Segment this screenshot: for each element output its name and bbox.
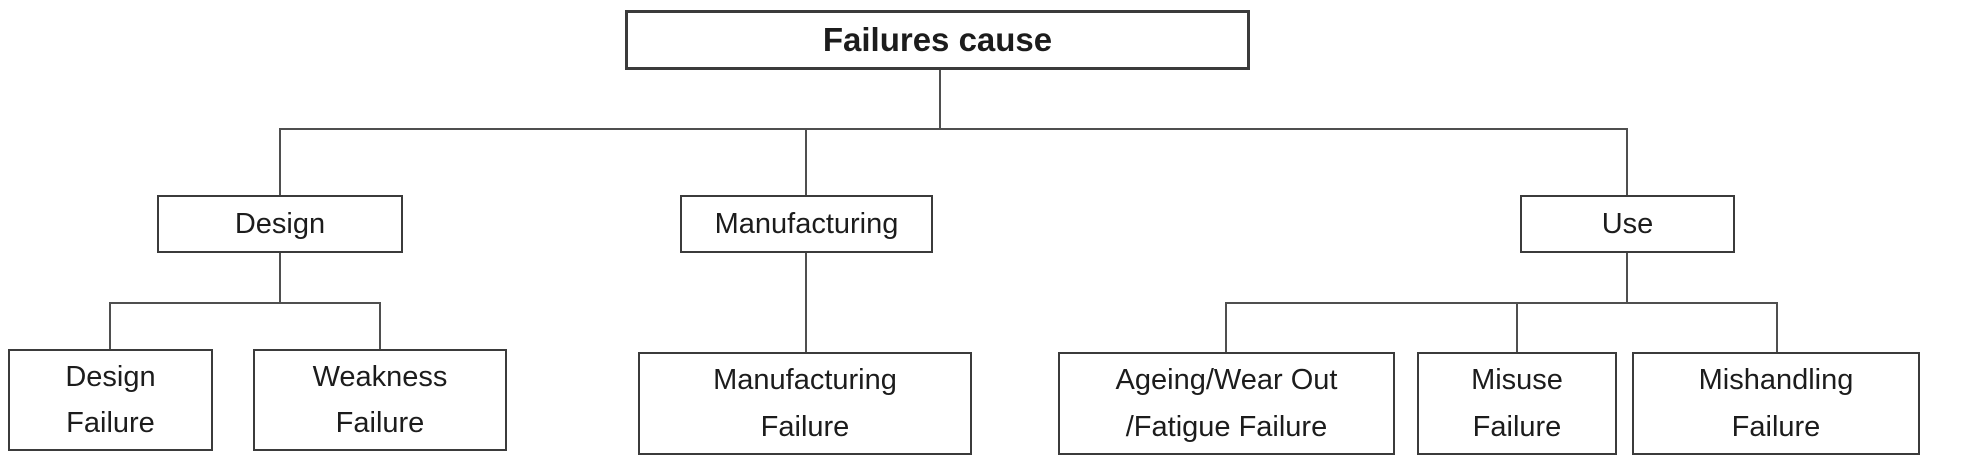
node-weakness-failure: Weakness Failure [253,349,507,451]
connector-design-down [279,253,281,302]
node-manufacturing-failure: Manufacturing Failure [638,352,972,455]
connector-ageing-failure-in [1225,302,1227,352]
connector-root-drop [939,70,941,128]
connector-use-in [1626,128,1628,195]
node-use: Use [1520,195,1735,253]
connector-level1-rail [280,128,1628,130]
connector-weakness-failure-in [379,302,381,349]
connector-design-in [279,128,281,195]
connector-mishandling-failure-in [1776,302,1778,352]
node-manufacturing: Manufacturing [680,195,933,253]
node-design: Design [157,195,403,253]
connector-use-branch-rail [1226,302,1777,304]
connector-manufacturing-in [805,128,807,195]
node-misuse-failure: Misuse Failure [1417,352,1617,455]
node-mishandling-failure: Mishandling Failure [1632,352,1920,455]
node-design-failure: Design Failure [8,349,213,451]
connector-manufacturing-down [805,253,807,352]
connector-misuse-failure-in [1516,302,1518,352]
connector-design-branch-rail [110,302,381,304]
node-ageing-wearout-fatigue-failure: Ageing/Wear Out /Fatigue Failure [1058,352,1395,455]
connector-design-failure-in [109,302,111,349]
node-failures-cause: Failures cause [625,10,1250,70]
connector-use-down [1626,253,1628,302]
